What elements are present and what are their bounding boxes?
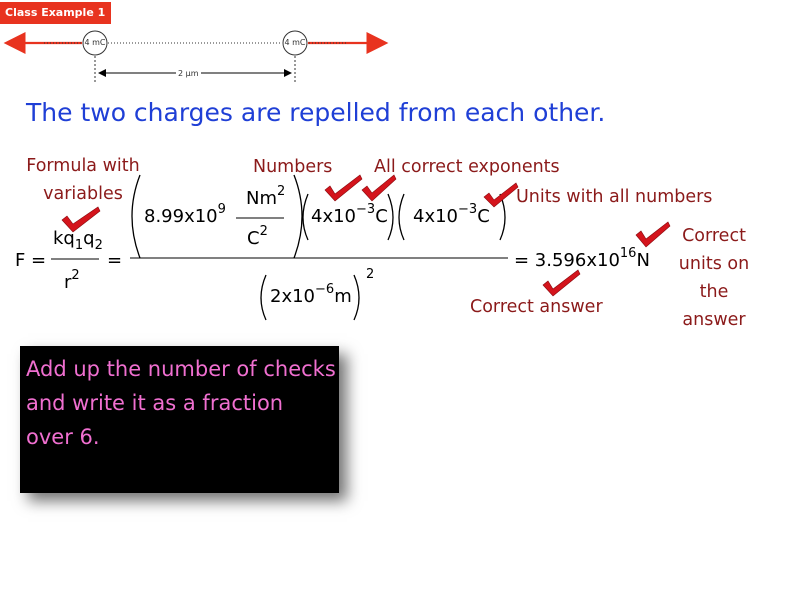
annotation-exponents: All correct exponents: [374, 157, 560, 177]
eq-numerator: kq1q2: [53, 228, 103, 253]
annotation-formula: Formula with variables: [26, 156, 140, 204]
left-charge: [82, 30, 108, 56]
right-charge-label: 4 mC: [284, 38, 306, 47]
charge-diagram: [3, 30, 389, 82]
eq-r-paren-exp: 2: [366, 267, 375, 282]
eq-F: F: [15, 250, 26, 271]
eq-q2: 4x10−3C: [413, 202, 490, 227]
distance-label: 2 µm: [176, 69, 201, 78]
annotation-correct-units: Correct units on the answer: [678, 226, 750, 330]
headline: The two charges are repelled from each o…: [26, 98, 606, 127]
instruction-box: [20, 346, 339, 493]
left-charge-label: 4 mC: [84, 38, 106, 47]
annotation-correct-answer: Correct answer: [470, 297, 603, 317]
eq-equals-2: =: [107, 250, 123, 271]
check-icon: [635, 221, 671, 248]
right-charge: [282, 30, 308, 56]
eq-equals-1: =: [31, 250, 47, 271]
instruction-text: Add up the number of checks and write it…: [26, 357, 336, 449]
parentheses: [130, 174, 508, 321]
eq-r-value: 2x10−6m: [270, 282, 352, 307]
eq-C-squared: C2: [247, 224, 268, 249]
annotation-units: Units with all numbers: [516, 187, 713, 207]
class-example-tag: Class Example 1: [0, 2, 112, 24]
eq-Nm: Nm2: [246, 184, 286, 209]
annotation-numbers: Numbers: [253, 157, 333, 177]
eq-answer: = 3.596x1016N: [514, 246, 650, 271]
eq-k-value: 8.99x109: [144, 202, 226, 227]
eq-denominator: r2: [64, 268, 80, 293]
eq-q1: 4x10−3C: [311, 202, 388, 227]
